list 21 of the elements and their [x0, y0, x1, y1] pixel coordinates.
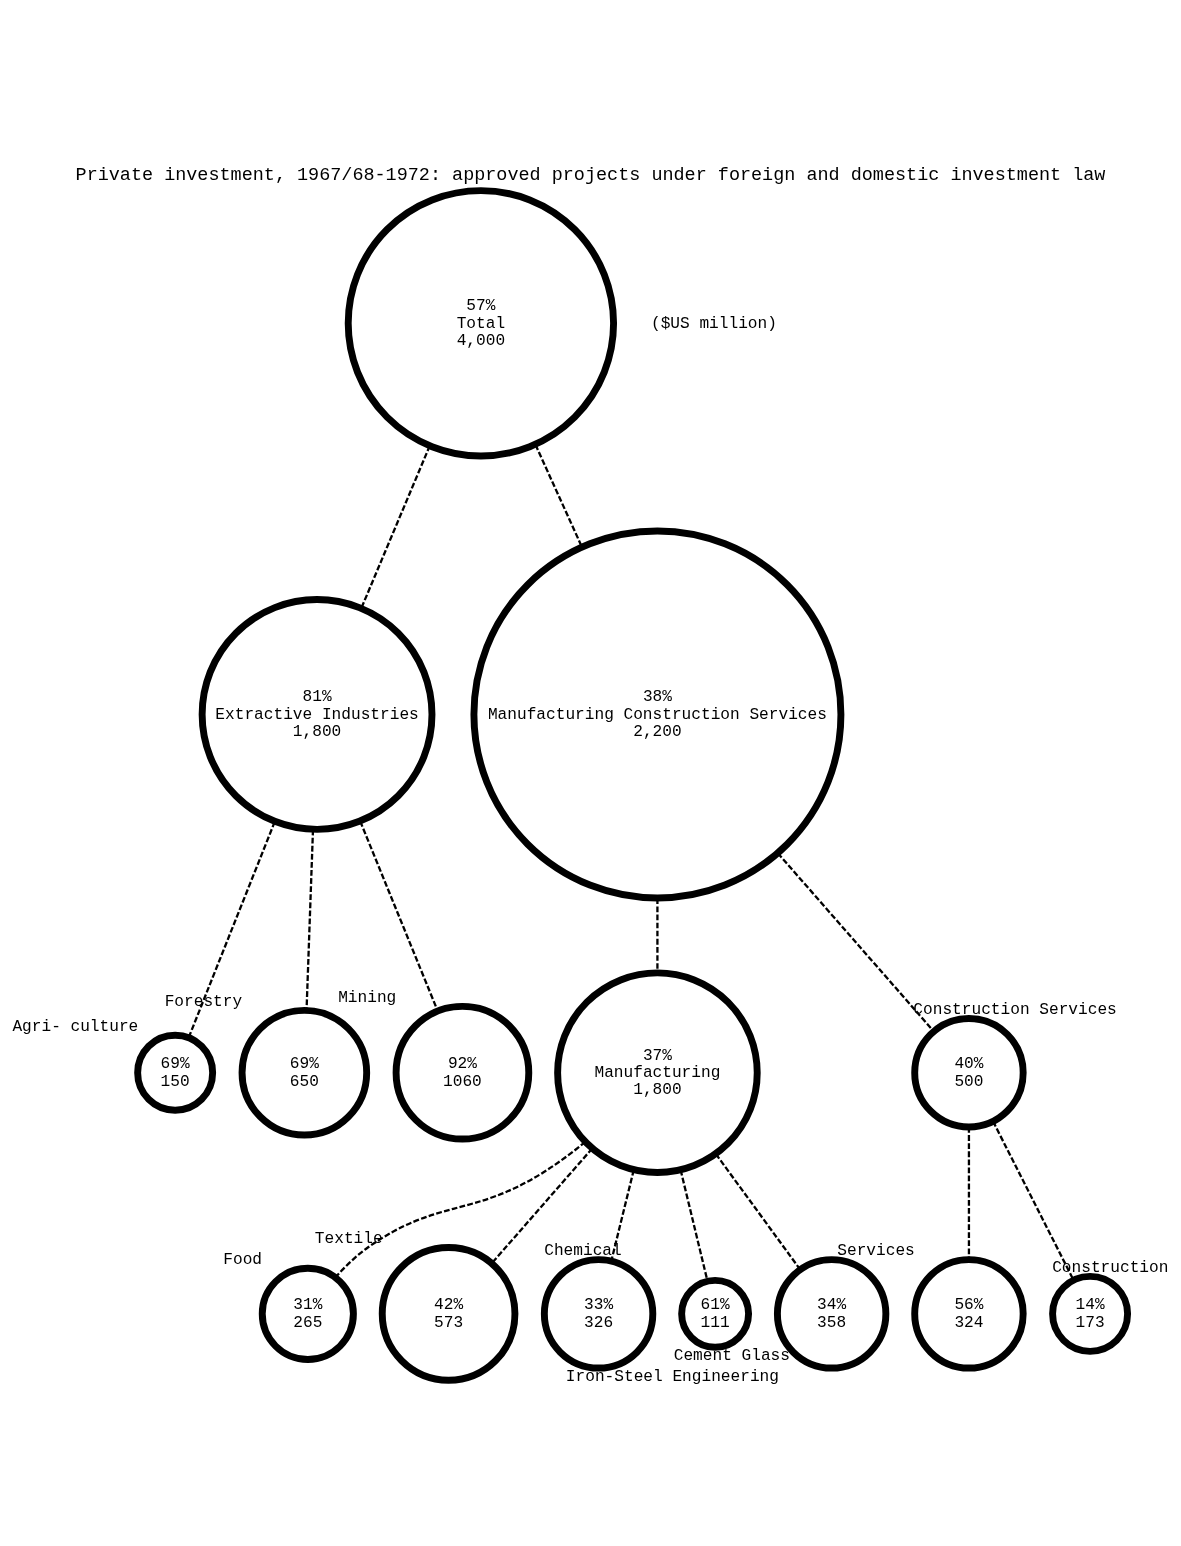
diagram-title: Private investment, 1967/68-1972: approved projects under foreign and domestic investment law [75, 165, 1106, 186]
node-circle: 31% 265 [258, 1264, 357, 1363]
label: ($US million) [650, 314, 777, 333]
connector [714, 1153, 802, 1271]
node-circle: 42% 573 [378, 1244, 519, 1384]
connector [967, 1127, 971, 1260]
connector [360, 445, 431, 609]
node-circle: 57% Total 4,000 [344, 187, 618, 460]
node-circle: 69% 150 [134, 1031, 217, 1114]
node-circle: 14% 173 [1049, 1272, 1132, 1355]
node-circle: 81% Extractive Industries 1,800 [198, 596, 436, 833]
node-circle: 37% Manufacturing 1,800 [554, 969, 761, 1176]
connector [992, 1121, 1075, 1281]
node-circle: 38% Manufacturing Construction Services 2,200 [470, 527, 845, 902]
node-circle: 40% 500 [911, 1015, 1027, 1131]
connector [334, 1140, 587, 1279]
connector [305, 829, 315, 1011]
connector [491, 1147, 594, 1264]
node-circle: 56% 324 [911, 1256, 1027, 1372]
node-circle: 69% 650 [238, 1006, 371, 1139]
connector [534, 444, 583, 548]
